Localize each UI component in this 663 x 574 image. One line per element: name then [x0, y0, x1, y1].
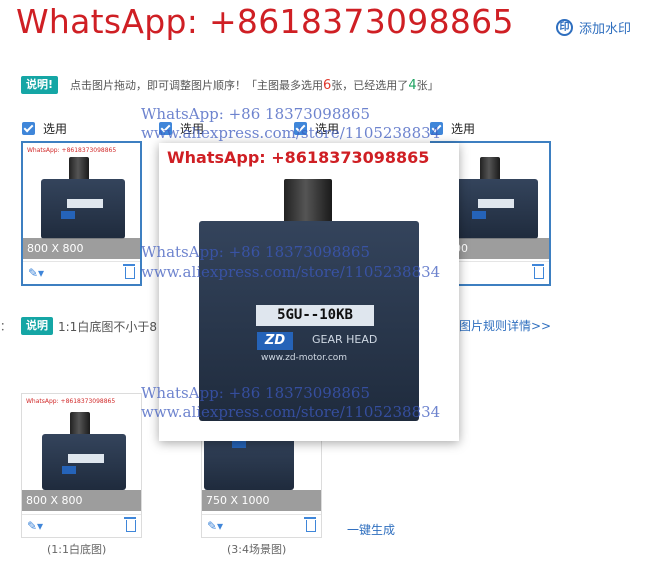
gear-head-label: GEAR HEAD [312, 333, 378, 346]
trash-icon[interactable] [532, 264, 544, 279]
tip-row: 说明! 点击图片拖动，即可调整图片顺序！「主图最多选用6张，已经选用了4张」 [21, 76, 439, 94]
page-title: WhatsApp: +8618373098865 [16, 2, 514, 41]
image-caption: (3:4场景图) [227, 543, 287, 556]
motor-url: www.zd-motor.com [261, 353, 348, 363]
select-checkbox-3[interactable]: 选用 [294, 120, 339, 137]
select-checkbox-2[interactable]: 选用 [159, 120, 204, 137]
checkbox-checked-icon [294, 122, 307, 135]
trash-icon[interactable] [124, 517, 136, 532]
image-tools: ✎▾ [22, 514, 141, 537]
checkbox-checked-icon [430, 122, 443, 135]
select-checkbox-1[interactable]: 选用 [22, 120, 67, 137]
rule-row: 说明 1:1白底图不小于8 [21, 317, 157, 335]
rule-text: 1:1白底图不小于8 [58, 319, 157, 334]
magic-wand-icon[interactable]: ✎▾ [28, 266, 45, 280]
image-rules-link[interactable]: 图片规则详情>> [459, 319, 552, 333]
image-caption: (1:1白底图) [47, 543, 107, 556]
magic-wand-icon[interactable]: ✎▾ [27, 519, 44, 533]
rule-badge: 说明 [21, 317, 53, 335]
stamp-icon: 印 [556, 19, 573, 36]
lower-image-card[interactable]: WhatsApp: +8618373098865 800 X 800 ✎▾ [21, 393, 142, 538]
model-plate: 5GU--10KB [256, 305, 374, 326]
brand-logo: ZD [257, 332, 293, 350]
magic-wand-icon[interactable]: ✎▾ [207, 519, 224, 533]
image-dimension: 800 X 800 [22, 490, 141, 511]
max-count: 6 [323, 78, 332, 93]
thumbnail-watermark: WhatsApp: +8618373098865 [26, 398, 116, 405]
image-tools: ✎▾ [23, 261, 140, 284]
image-preview-popup: WhatsApp: +8618373098865 5GU--10KB ZD GE… [159, 143, 459, 441]
checkbox-checked-icon [159, 122, 172, 135]
image-dimension: 800 X 800 [23, 238, 140, 259]
trash-icon[interactable] [123, 264, 135, 279]
popup-watermark-title: WhatsApp: +8618373098865 [167, 148, 430, 167]
used-count: 4 [408, 78, 417, 93]
one-click-generate-button[interactable]: 一键生成 [347, 523, 396, 537]
trash-icon[interactable] [304, 517, 316, 532]
tip-text: 点击图片拖动，即可调整图片顺序！「主图最多选用6张，已经选用了4张」 [70, 78, 439, 93]
image-tools: ✎▾ [202, 514, 321, 537]
main-image-card[interactable]: WhatsApp: +8618373098865 800 X 800 ✎▾ [21, 141, 142, 286]
checkbox-checked-icon [22, 122, 35, 135]
image-tools [432, 261, 549, 284]
thumbnail-watermark: WhatsApp: +8618373098865 [27, 147, 117, 154]
add-watermark-label: 添加水印 [579, 22, 632, 37]
add-watermark-button[interactable]: 印 添加水印 [556, 18, 631, 37]
select-checkbox-4[interactable]: 选用 [430, 120, 475, 137]
image-dimension: 750 X 1000 [202, 490, 321, 511]
rule-marker: ： [0, 320, 11, 333]
tip-badge: 说明! [21, 76, 59, 94]
